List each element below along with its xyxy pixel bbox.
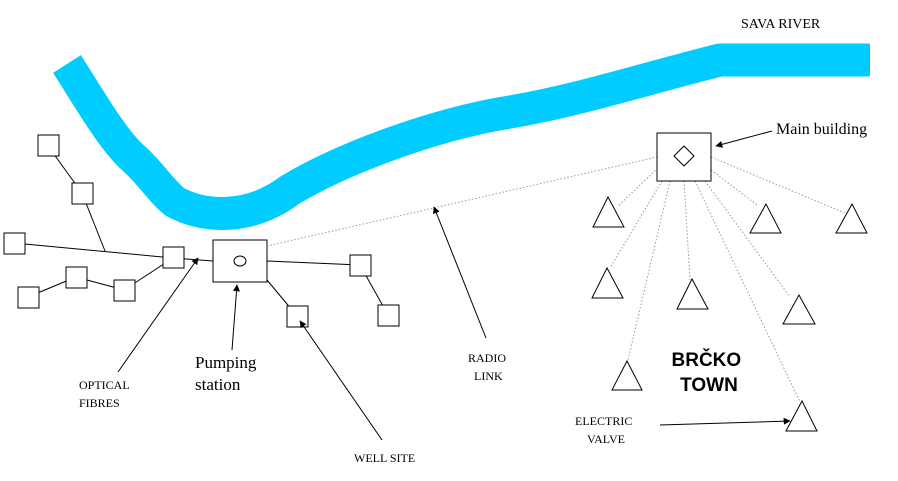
radio-links: [266, 156, 846, 403]
radio-link-line: [627, 180, 671, 361]
square-icon: [37, 134, 60, 157]
radio-link-line: [609, 180, 663, 269]
diamond-icon: [673, 145, 695, 167]
fibre-line: [13, 242, 174, 259]
radio-link-line: [710, 169, 758, 206]
triangle-icon: [782, 293, 816, 325]
triangle-icon: [835, 202, 868, 234]
pumping-station-label: Pumping station: [195, 353, 261, 394]
optical-fibres-label-line1: OPTICAL: [79, 378, 129, 392]
main-building: [656, 132, 712, 182]
square-icon: [162, 246, 185, 269]
arrow-optical-fibres: [117, 257, 199, 373]
main-building-label: Main building: [776, 121, 867, 138]
square-icon: [286, 305, 309, 328]
triangle-icon: [676, 277, 709, 310]
town-label-line2: TOWN: [680, 375, 738, 396]
arrow-main-building: [715, 130, 773, 148]
square-icon: [17, 286, 40, 309]
square-icon: [71, 182, 94, 205]
radio-link-line: [266, 156, 658, 247]
arrow-pumping-station: [231, 284, 241, 351]
circle-icon: [233, 255, 247, 267]
triangle-icon: [591, 266, 624, 299]
town-label: BRČKO TOWN: [672, 349, 747, 396]
triangle-icon: [611, 359, 643, 391]
well-site-label: WELL SITE: [354, 451, 415, 465]
optical-fibres-label-line2: FIBRES: [79, 396, 120, 410]
optical-fibres-label: OPTICAL FIBRES: [79, 378, 132, 410]
arrow-radio-link: [433, 206, 487, 339]
electric-valves: [591, 195, 868, 432]
electric-valve-label: ELECTRIC VALVE: [575, 414, 635, 446]
arrow-well-site: [299, 320, 383, 441]
pumping-station: [212, 239, 268, 283]
square-icon: [113, 279, 136, 302]
square-icon: [65, 266, 88, 289]
triangle-icon: [749, 202, 782, 234]
radio-link-line: [704, 180, 791, 298]
callout-arrows: [117, 130, 791, 441]
sava-river: [53, 43, 870, 230]
triangle-icon: [592, 195, 625, 228]
radio-link-label-line1: RADIO: [468, 351, 506, 365]
radio-link-line: [617, 167, 659, 207]
radio-link-label: RADIO LINK: [468, 351, 509, 383]
fibre-line: [266, 260, 361, 266]
electric-valve-label-line2: VALVE: [587, 432, 625, 446]
square-icon: [377, 304, 400, 327]
square-icon: [3, 232, 26, 255]
pumping-station-label-line1: Pumping: [195, 353, 257, 372]
arrow-electric-valve: [659, 417, 791, 426]
square-icon: [349, 254, 372, 277]
well-squares: [3, 134, 400, 328]
pumping-station-label-line2: station: [195, 375, 241, 394]
sava-river-label: SAVA RIVER: [741, 17, 821, 32]
radio-link-line: [694, 180, 801, 403]
radio-link-line: [683, 180, 691, 281]
radio-link-label-line2: LINK: [474, 369, 503, 383]
electric-valve-label-line1: ELECTRIC: [575, 414, 632, 428]
triangle-icon: [785, 399, 818, 432]
town-label-line1: BRČKO: [672, 349, 742, 371]
